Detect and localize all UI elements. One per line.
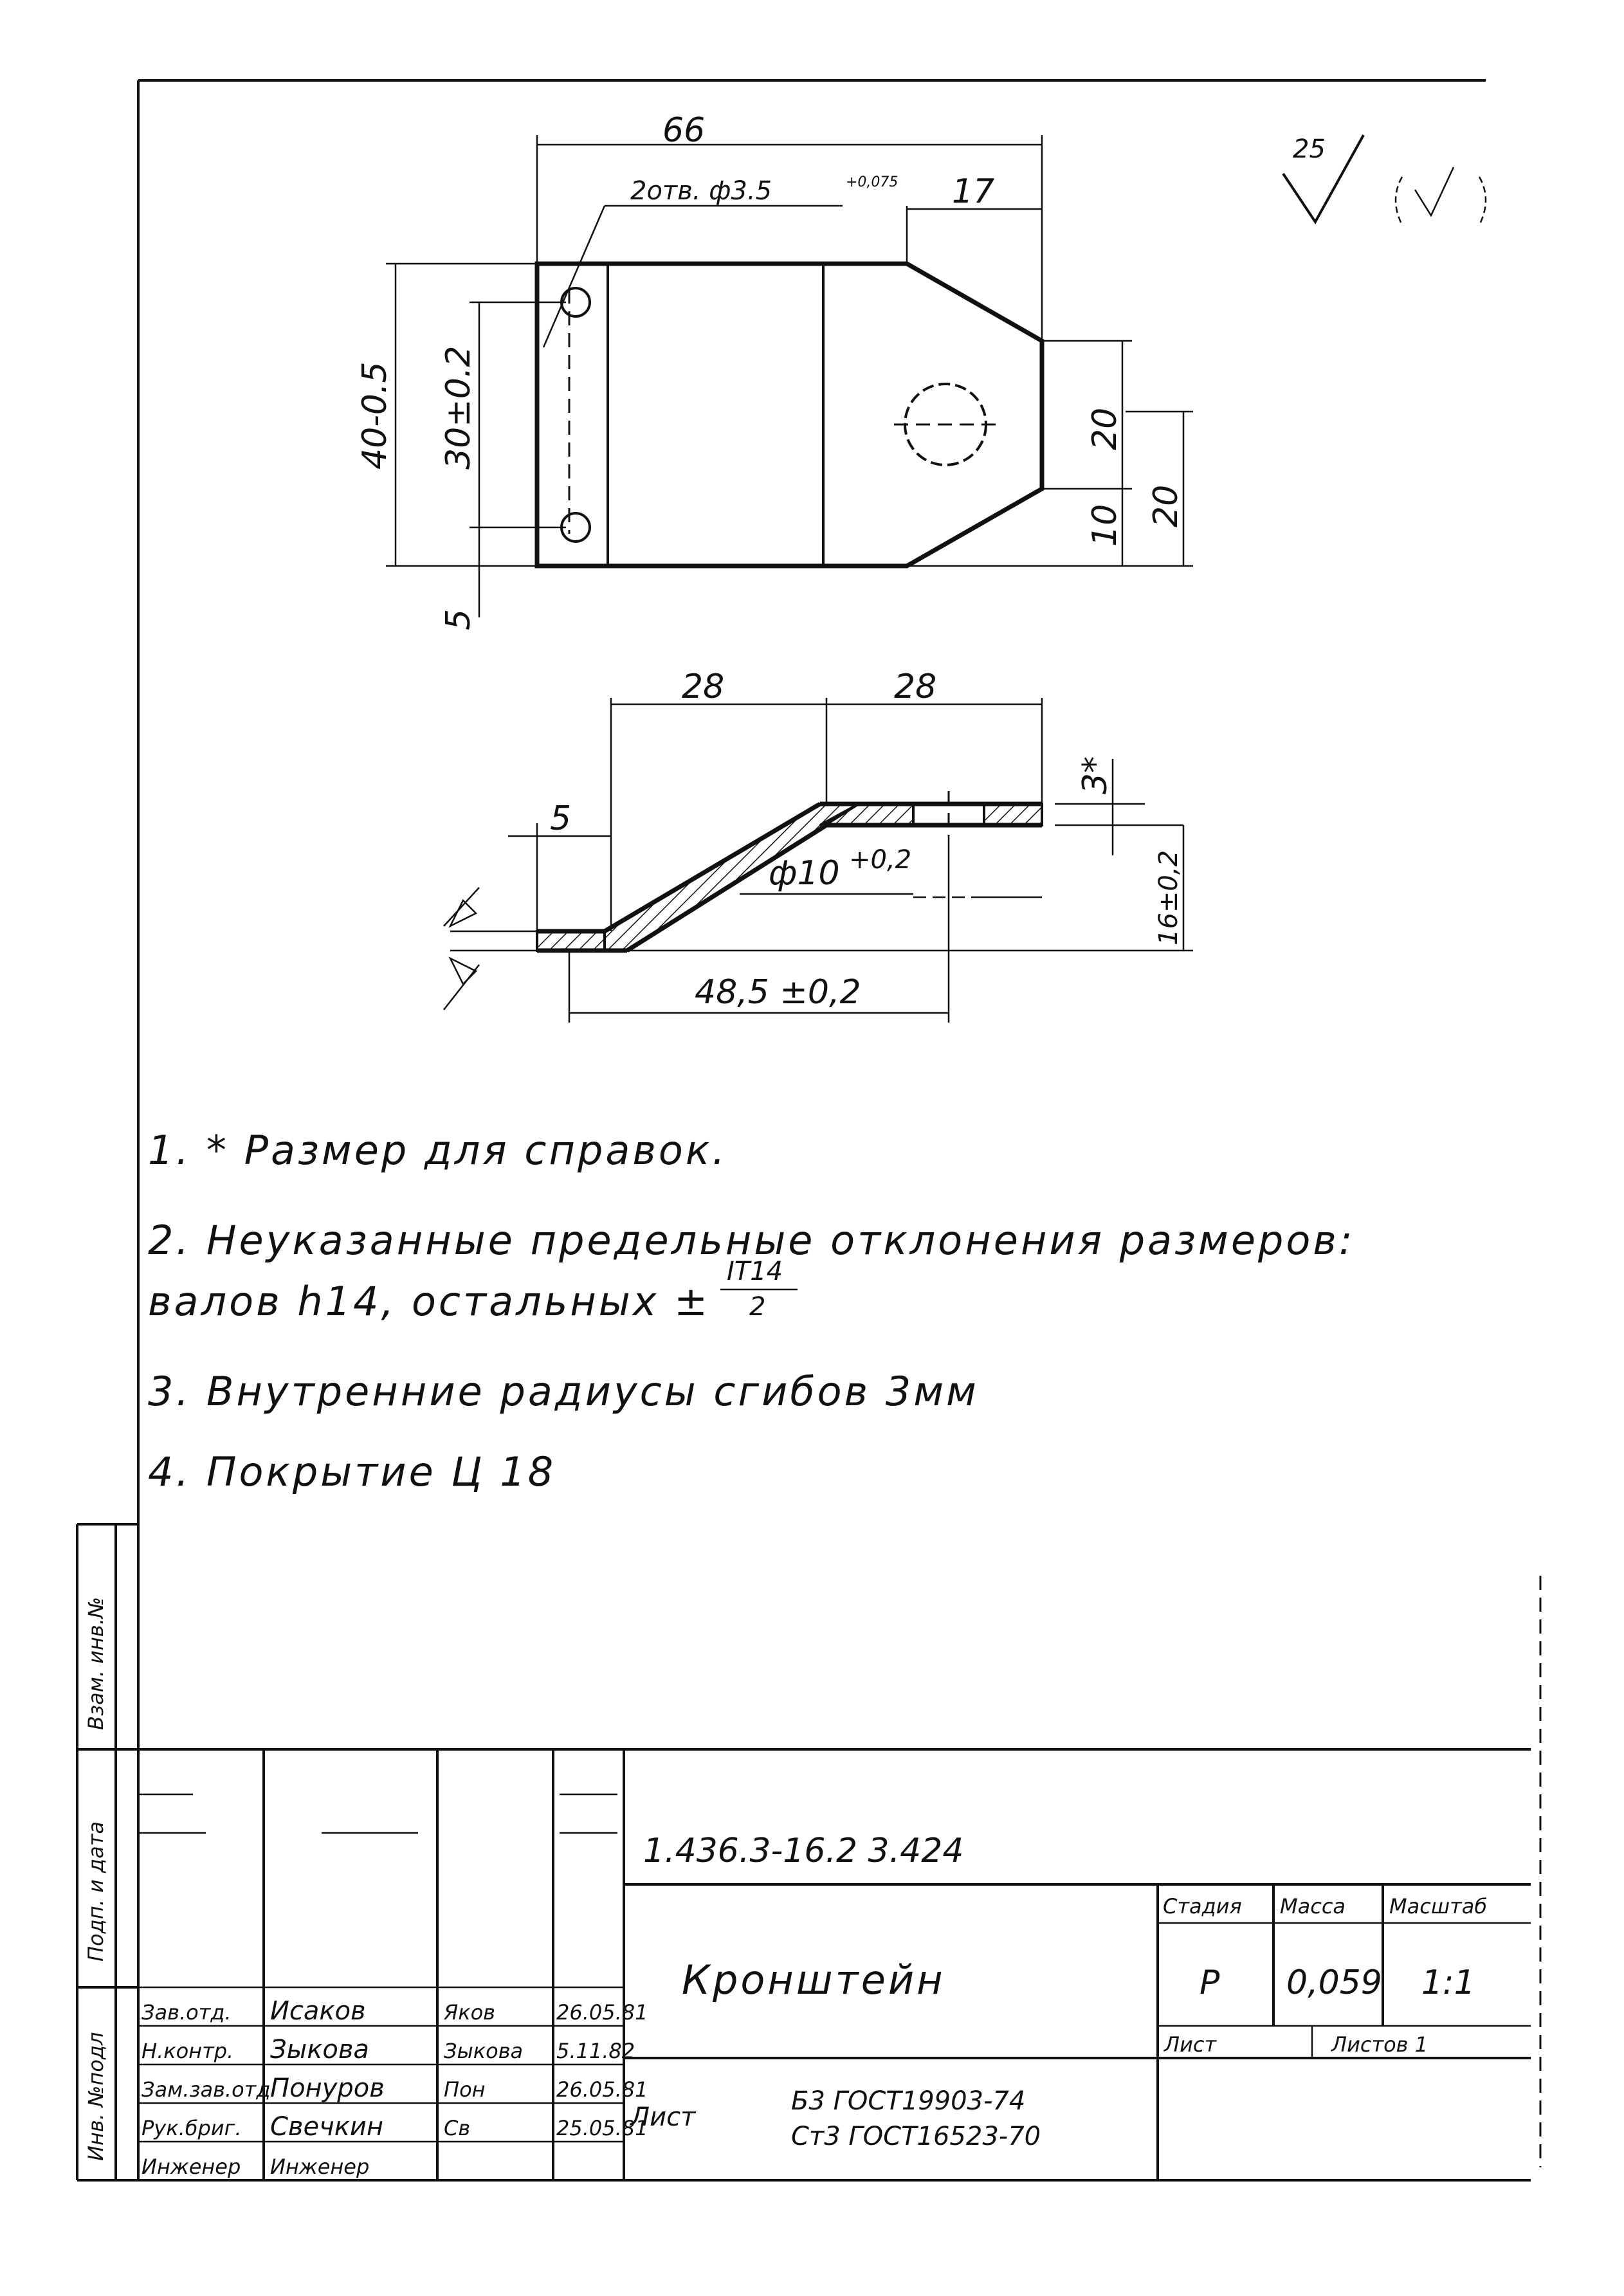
dim-thickness: 3* [1076,756,1115,794]
roughness-value: 25 [1293,134,1326,164]
header-litera: Стадия [1163,1894,1242,1918]
signature-row: Рук.бриг. Свечкин Св 25.05.81 [141,2112,648,2142]
dim-span-b: 28 [894,668,936,706]
header-scale: Масштаб [1389,1894,1487,1918]
dim-overall-length: 66 [662,111,705,150]
signature-role: Зав.отд. [141,2000,232,2025]
side-view: 28 28 3* 5 ф10 +0,2 16±0,2 48,5 ±0,2 [443,668,1193,1023]
dim-center-offset: 20 [1147,485,1185,527]
note-2-denominator: 2 [749,1292,765,1322]
signature-row: Н.контр. Зыкова Зыкова 5.11.82 [141,2035,635,2064]
header-mass: Масса [1280,1894,1346,1918]
signature-date: 25.05.81 [556,2116,648,2140]
note-3: 3. Внутренние радиусы сгибов 3мм [148,1368,979,1415]
roughness-symbol: 25 [1282,134,1487,226]
note-2-numerator: IT14 [727,1257,783,1286]
material-prefix: Лист [629,2102,697,2132]
weld-symbol [443,887,537,1010]
note-1: 1. * Размер для справок. [148,1127,727,1174]
signature-name: Понуров [270,2073,385,2103]
dim-hole-spacing: 30±0.2 [439,346,478,469]
top-view: 66 2отв. ф3.5 +0,075 17 40-0.5 30±0.2 5 … [356,111,1193,630]
signature-sign: Зыкова [444,2039,523,2063]
signature-name: Инженер [270,2155,369,2179]
margin-podp-data: Подп. и дата [84,1821,108,1962]
dim-span-a: 28 [682,668,724,706]
material-line-1: Б3 ГОСТ19903-74 [791,2086,1025,2116]
signature-role: Н.контр. [141,2039,233,2063]
note-2: 2. Неуказанные предельные отклонения раз… [148,1217,1355,1264]
dim-flat-width: 20 [1086,408,1124,450]
notes: 1. * Размер для справок. 2. Неуказанные … [148,1127,1355,1495]
dim-slot-offset: 10 [1086,504,1124,547]
signature-row: Инженер Инженер [141,2155,369,2179]
dim-bevel: 17 [952,172,994,211]
side-flange-right-b [983,803,1043,826]
signature-name: Свечкин [270,2112,383,2142]
signature-date: 26.05.81 [556,2077,648,2102]
dim-hole-diameter: ф10 [769,854,840,893]
signature-sign: Яков [443,2000,495,2025]
dim-edge-offset: 5 [439,609,478,630]
material-line-2: Ст3 ГОСТ16523-70 [791,2122,1041,2151]
sheet-label: Лист [1163,2032,1217,2057]
signature-role: Зам.зав.отд [141,2077,270,2102]
dim-lip: 5 [550,799,571,838]
signature-date: 26.05.81 [556,2000,648,2025]
signature-name: Исаков [270,1996,366,2026]
margin-inv-podl: Инв. №подл [84,2032,108,2161]
drawing-code: 1.436.3-16.2 3.424 [643,1832,963,1870]
drawing-title: Кронштейн [682,1956,945,2003]
dim-overall-width: 40-0.5 [356,361,394,469]
value-mass: 0,059 [1286,1963,1382,2002]
value-scale: 1:1 [1421,1963,1475,2002]
signature-row: Зав.отд. Исаков Яков 26.05.81 [141,1996,648,2026]
sheets-label: Листов 1 [1331,2032,1428,2057]
signature-role: Инженер [141,2155,241,2179]
dim-length: 48,5 ±0,2 [695,973,861,1012]
signature-sign: Пон [444,2077,486,2102]
signature-name: Зыкова [270,2035,369,2064]
margin-vzam-inv: Взам. инв.№ [84,1597,108,1730]
margin-strip: Инв. №подл Подп. и дата Взам. инв.№ [76,1523,138,2180]
signature-date: 5.11.82 [556,2039,635,2063]
dim-holes-tol: +0,075 [846,174,898,190]
dim-holes: 2отв. ф3.5 [630,176,772,206]
signature-sign: Св [444,2116,470,2140]
title-block: 1.436.3-16.2 3.424 Кронштейн Лист Б3 ГОС… [138,1749,1531,2180]
dim-height: 16±0,2 [1154,850,1183,945]
side-flange-left [536,930,606,952]
value-litera: Р [1200,1963,1220,2002]
signature-role: Рук.бриг. [141,2116,242,2140]
note-2-continued: валов h14, остальных ± [148,1278,710,1325]
sheet-frame [77,79,1531,2182]
signature-row: Зам.зав.отд Понуров Пон 26.05.81 [141,2073,648,2103]
dim-hole-tol: +0,2 [849,845,911,875]
note-4: 4. Покрытие Ц 18 [148,1448,556,1495]
part-outline-top [534,261,1045,569]
